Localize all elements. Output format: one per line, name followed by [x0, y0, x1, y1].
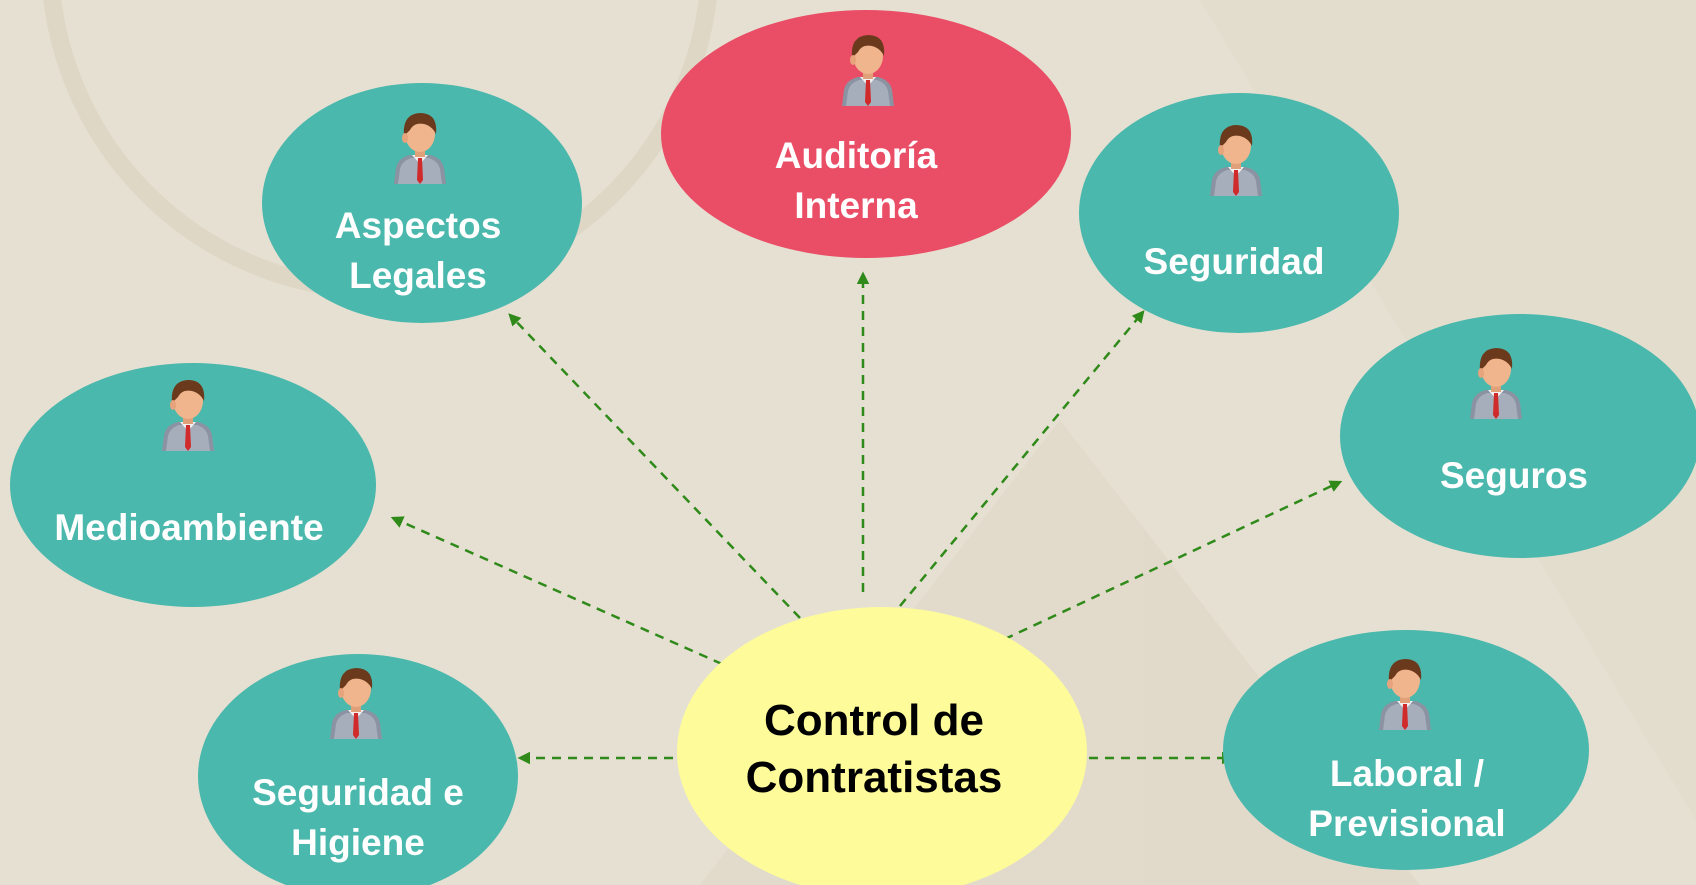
node-label: Seguridad	[1144, 241, 1325, 282]
node-seguros: Seguros	[1340, 314, 1696, 558]
node-aspectos-legales: Aspectos Legales	[262, 83, 582, 323]
node-label: Aspectos	[335, 205, 502, 246]
center-label: Contratistas	[746, 753, 1003, 802]
arrow-to-seguros	[989, 480, 1343, 648]
node-label: Medioambiente	[54, 507, 323, 548]
arrow-to-aspectos	[508, 313, 801, 619]
node-control-de-contratistas: Control de Contratistas	[677, 607, 1087, 885]
node-label: Legales	[349, 255, 487, 296]
node-medioambiente: Medioambiente	[10, 363, 376, 607]
node-seguridad: Seguridad	[1079, 93, 1399, 333]
node-auditoria-interna: Auditoría Interna	[661, 10, 1071, 258]
node-label: Seguros	[1440, 455, 1588, 496]
node-label: Laboral /	[1330, 753, 1484, 794]
node-label: Auditoría	[775, 135, 938, 176]
node-label: Interna	[794, 185, 918, 226]
node-seguridad-e-higiene: Seguridad e Higiene	[198, 654, 518, 885]
arrow-to-medioambiente	[390, 516, 723, 666]
node-label: Previsional	[1308, 803, 1505, 844]
node-label: Seguridad e	[252, 772, 464, 813]
node-laboral-previsional: Laboral / Previsional	[1223, 630, 1589, 870]
center-label: Control de	[764, 696, 984, 745]
node-label: Higiene	[291, 822, 425, 863]
